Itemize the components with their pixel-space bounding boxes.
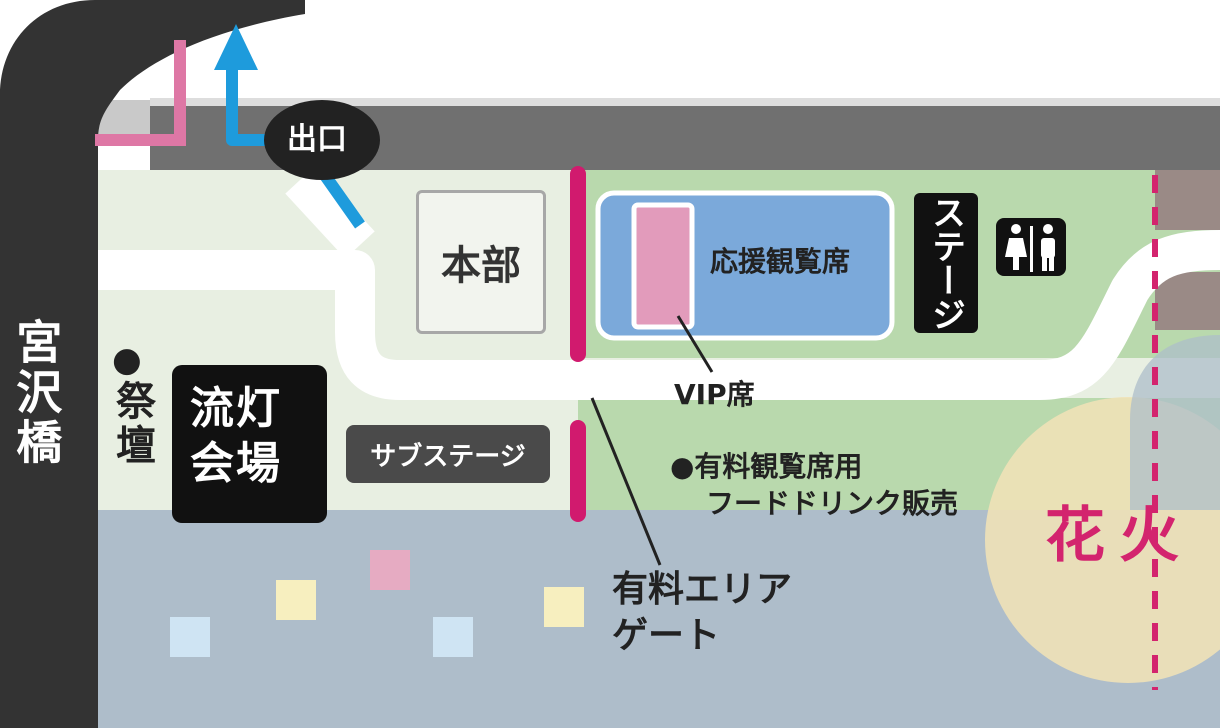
headquarters: 本部 (416, 190, 546, 334)
lantern-venue-label: 流灯会場 (190, 383, 282, 489)
exit-label: 出口 (287, 122, 347, 157)
paid-gate-label-line1: 有料エリア (612, 569, 793, 610)
food-sales-line2: フードドリンク販売 (706, 487, 959, 520)
brown-area-2 (1155, 272, 1220, 330)
cheering-seats-label: 応援観覧席 (710, 245, 851, 278)
paid-gate-label-line2: ゲート (612, 615, 721, 656)
food-sales-line1: ●有料観覧席用 (670, 450, 863, 483)
outer-road (0, 0, 305, 728)
pink-route (95, 40, 186, 146)
lantern-blue (170, 617, 210, 657)
exit-badge (264, 100, 380, 180)
lantern-yellow (544, 587, 584, 627)
vip-leader-line (676, 315, 714, 373)
path-to-exit (285, 166, 375, 259)
arrow-up-icon (214, 24, 258, 70)
gate-leader-line (590, 397, 662, 566)
fireworks-label: 花火 (1045, 501, 1193, 571)
stage: ステージ (914, 193, 978, 333)
vip-seats-block (631, 202, 695, 330)
lantern-yellow (276, 580, 316, 620)
stage-label: ステージ (925, 195, 966, 331)
sub-stage: サブステージ (346, 425, 550, 483)
vip-seats-label: VIP席 (674, 378, 755, 411)
paid-gate-upper (570, 166, 586, 362)
sub-stage-label: サブステージ (370, 441, 526, 472)
paid-gate-lower (570, 420, 586, 522)
lantern-venue: 流灯会場 (172, 365, 327, 523)
headquarters-label: 本部 (441, 243, 521, 289)
altar-label: 祭壇 (109, 380, 155, 468)
road-edge (150, 98, 1220, 106)
lantern-pink (370, 550, 410, 590)
altar-bullet: ● (112, 340, 142, 380)
walking-path (95, 230, 1220, 400)
restroom-icon (996, 218, 1066, 276)
bridge-label: 宮沢橋 (9, 318, 64, 468)
brown-area (1155, 170, 1220, 230)
lantern-blue (433, 617, 473, 657)
